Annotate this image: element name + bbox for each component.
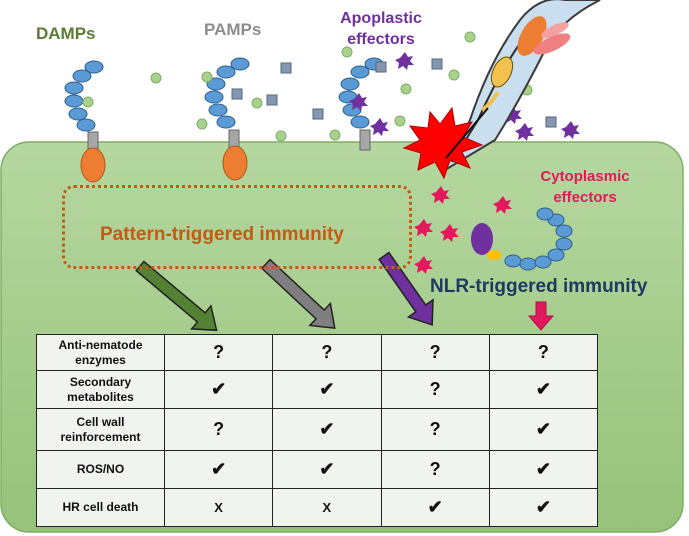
row-header-line1: ROS/NO (76, 462, 125, 476)
row-header-line1: HR cell death (62, 500, 139, 514)
pamp-arrow-icon (260, 258, 336, 329)
table-cell: ✔ (488, 488, 599, 527)
damps-label: DAMPs (36, 24, 96, 43)
table-cell: ? (163, 408, 274, 451)
table-cell: ✔ (380, 488, 490, 527)
table-cell: ? (272, 334, 382, 371)
row-header-line1: Cell wall (76, 414, 125, 429)
table-cell: ✔ (272, 408, 382, 451)
row-header-line1: Secondary (69, 374, 132, 389)
table-cell: ? (380, 408, 490, 451)
table-cell: ✔ (488, 408, 599, 451)
row-header: HR cell death (36, 488, 165, 527)
cytoplasmic-effector-stars (414, 186, 512, 274)
cytoplasmic-label-line2: effectors (553, 189, 617, 206)
cytoplasmic-label-line1: Cytoplasmic (540, 168, 630, 185)
table-cell: ✔ (163, 370, 274, 409)
table-cell: ? (163, 334, 274, 371)
apoplastic-label-line2: effectors (347, 31, 415, 48)
table-row: ROS/NO✔✔?✔ (36, 450, 599, 489)
apoplastic-label-line1: Apoplastic (340, 10, 422, 27)
table-cell: ✔ (272, 450, 382, 489)
row-header-line2: metabolites (67, 389, 134, 404)
table-cell: X (272, 488, 382, 527)
nti-label: NLR-triggered immunity (430, 276, 648, 297)
table-cell: ✔ (488, 450, 599, 489)
pti-dotted-box (62, 185, 412, 269)
row-header: ROS/NO (36, 450, 165, 489)
table-cell: ? (488, 334, 599, 371)
table-cell: X (163, 488, 274, 527)
damp-receptor (64, 60, 106, 183)
nlr-receptor (471, 207, 573, 271)
pti-label: Pattern-triggered immunity (100, 224, 344, 245)
apoplastic-effectors-label: Apoplastic effectors (333, 8, 429, 50)
table-cell: ✔ (488, 370, 599, 409)
row-header-line2: reinforcement (60, 429, 141, 444)
pamp-receptor (204, 57, 250, 181)
penetration-burst-icon (402, 106, 484, 180)
nti-arrow-icon (527, 301, 555, 331)
cytoplasmic-effectors-label: Cytoplasmic effectors (520, 166, 650, 208)
pamps-label: PAMPs (204, 20, 262, 39)
damp-arrow-icon (135, 260, 218, 332)
table-cell: ✔ (163, 450, 274, 489)
table-cell: ? (380, 370, 490, 409)
row-header-line1: Anti-nematode (58, 337, 143, 352)
table-cell: ? (380, 450, 490, 489)
row-header-line2: enzymes (75, 352, 126, 367)
table-cell: ✔ (272, 370, 382, 409)
table-cell: ? (380, 334, 490, 371)
